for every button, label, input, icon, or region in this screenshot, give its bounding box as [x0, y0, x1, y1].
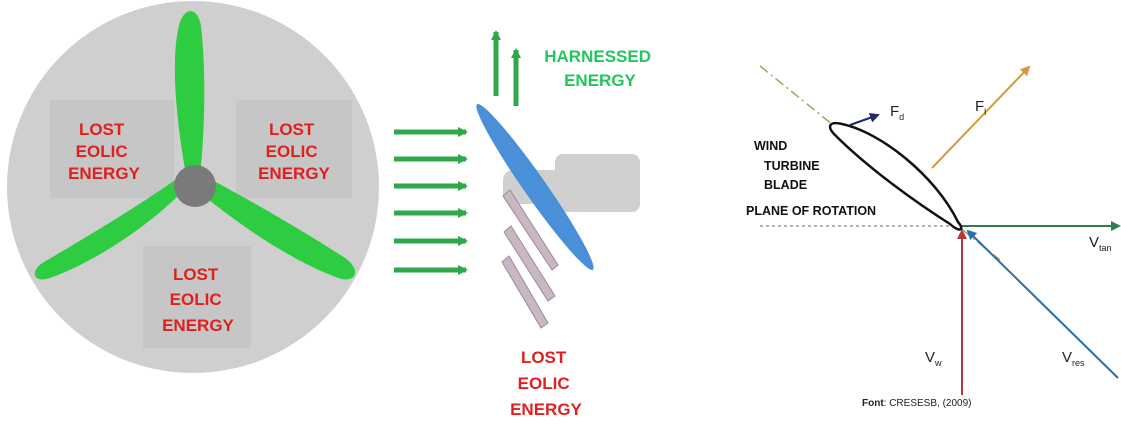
blade-top — [174, 11, 205, 175]
lost-energy-box-bottom — [143, 246, 251, 348]
lost-stream-2 — [503, 225, 556, 302]
rotor-front-view: LOST EOLIC ENERGY LOST EOLIC ENERGY LOST… — [7, 1, 379, 373]
tangential-velocity-label: Vtan — [1089, 234, 1112, 253]
harnessed-energy-arrows — [491, 30, 521, 106]
wind-turbine-blade-label: WIND TURBINE BLADE — [754, 139, 823, 192]
plane-of-rotation-label: PLANE OF ROTATION — [746, 204, 876, 218]
lost-energy-label-side: LOST EOLIC ENERGY — [510, 348, 582, 419]
lift-vector — [931, 65, 1031, 169]
lost-stream-1 — [502, 189, 559, 271]
lost-energy-label-right: LOST EOLIC ENERGY — [258, 120, 330, 183]
lost-energy-streams — [501, 189, 559, 329]
source-caption: Font: CRESESB, (2009) — [862, 398, 971, 409]
harnessed-energy-label: HARNESSED ENERGY — [544, 47, 655, 90]
rotor-hub — [174, 165, 216, 207]
blade-label-box — [748, 130, 852, 194]
drag-vector-label: Fd — [890, 103, 904, 122]
resultant-velocity-vector — [966, 229, 1119, 379]
side-view: HARNESSED ENERGY LOST EOLIC ENERGY — [394, 30, 655, 419]
blade-lower-left — [34, 178, 184, 280]
drag-vector — [849, 112, 880, 126]
lost-energy-label-left: LOST EOLIC ENERGY — [68, 120, 140, 183]
lost-energy-label-bottom: LOST EOLIC ENERGY — [162, 265, 234, 335]
airfoil — [828, 121, 963, 231]
vector-diagram: Fd Fl Vtan Vw Vres WIND TURBINE BLADE PL… — [746, 65, 1121, 409]
side-blade — [476, 104, 594, 270]
lost-energy-box-right — [236, 100, 352, 198]
lost-energy-box-left — [50, 100, 174, 198]
nacelle-body — [555, 154, 640, 212]
incoming-wind-arrows — [394, 127, 468, 275]
wind-velocity-label: Vw — [925, 349, 942, 368]
lift-vector-label: Fl — [975, 98, 986, 117]
resultant-velocity-label: Vres — [1062, 349, 1085, 368]
lost-stream-3 — [501, 255, 549, 329]
blade-lower-right — [204, 178, 356, 280]
